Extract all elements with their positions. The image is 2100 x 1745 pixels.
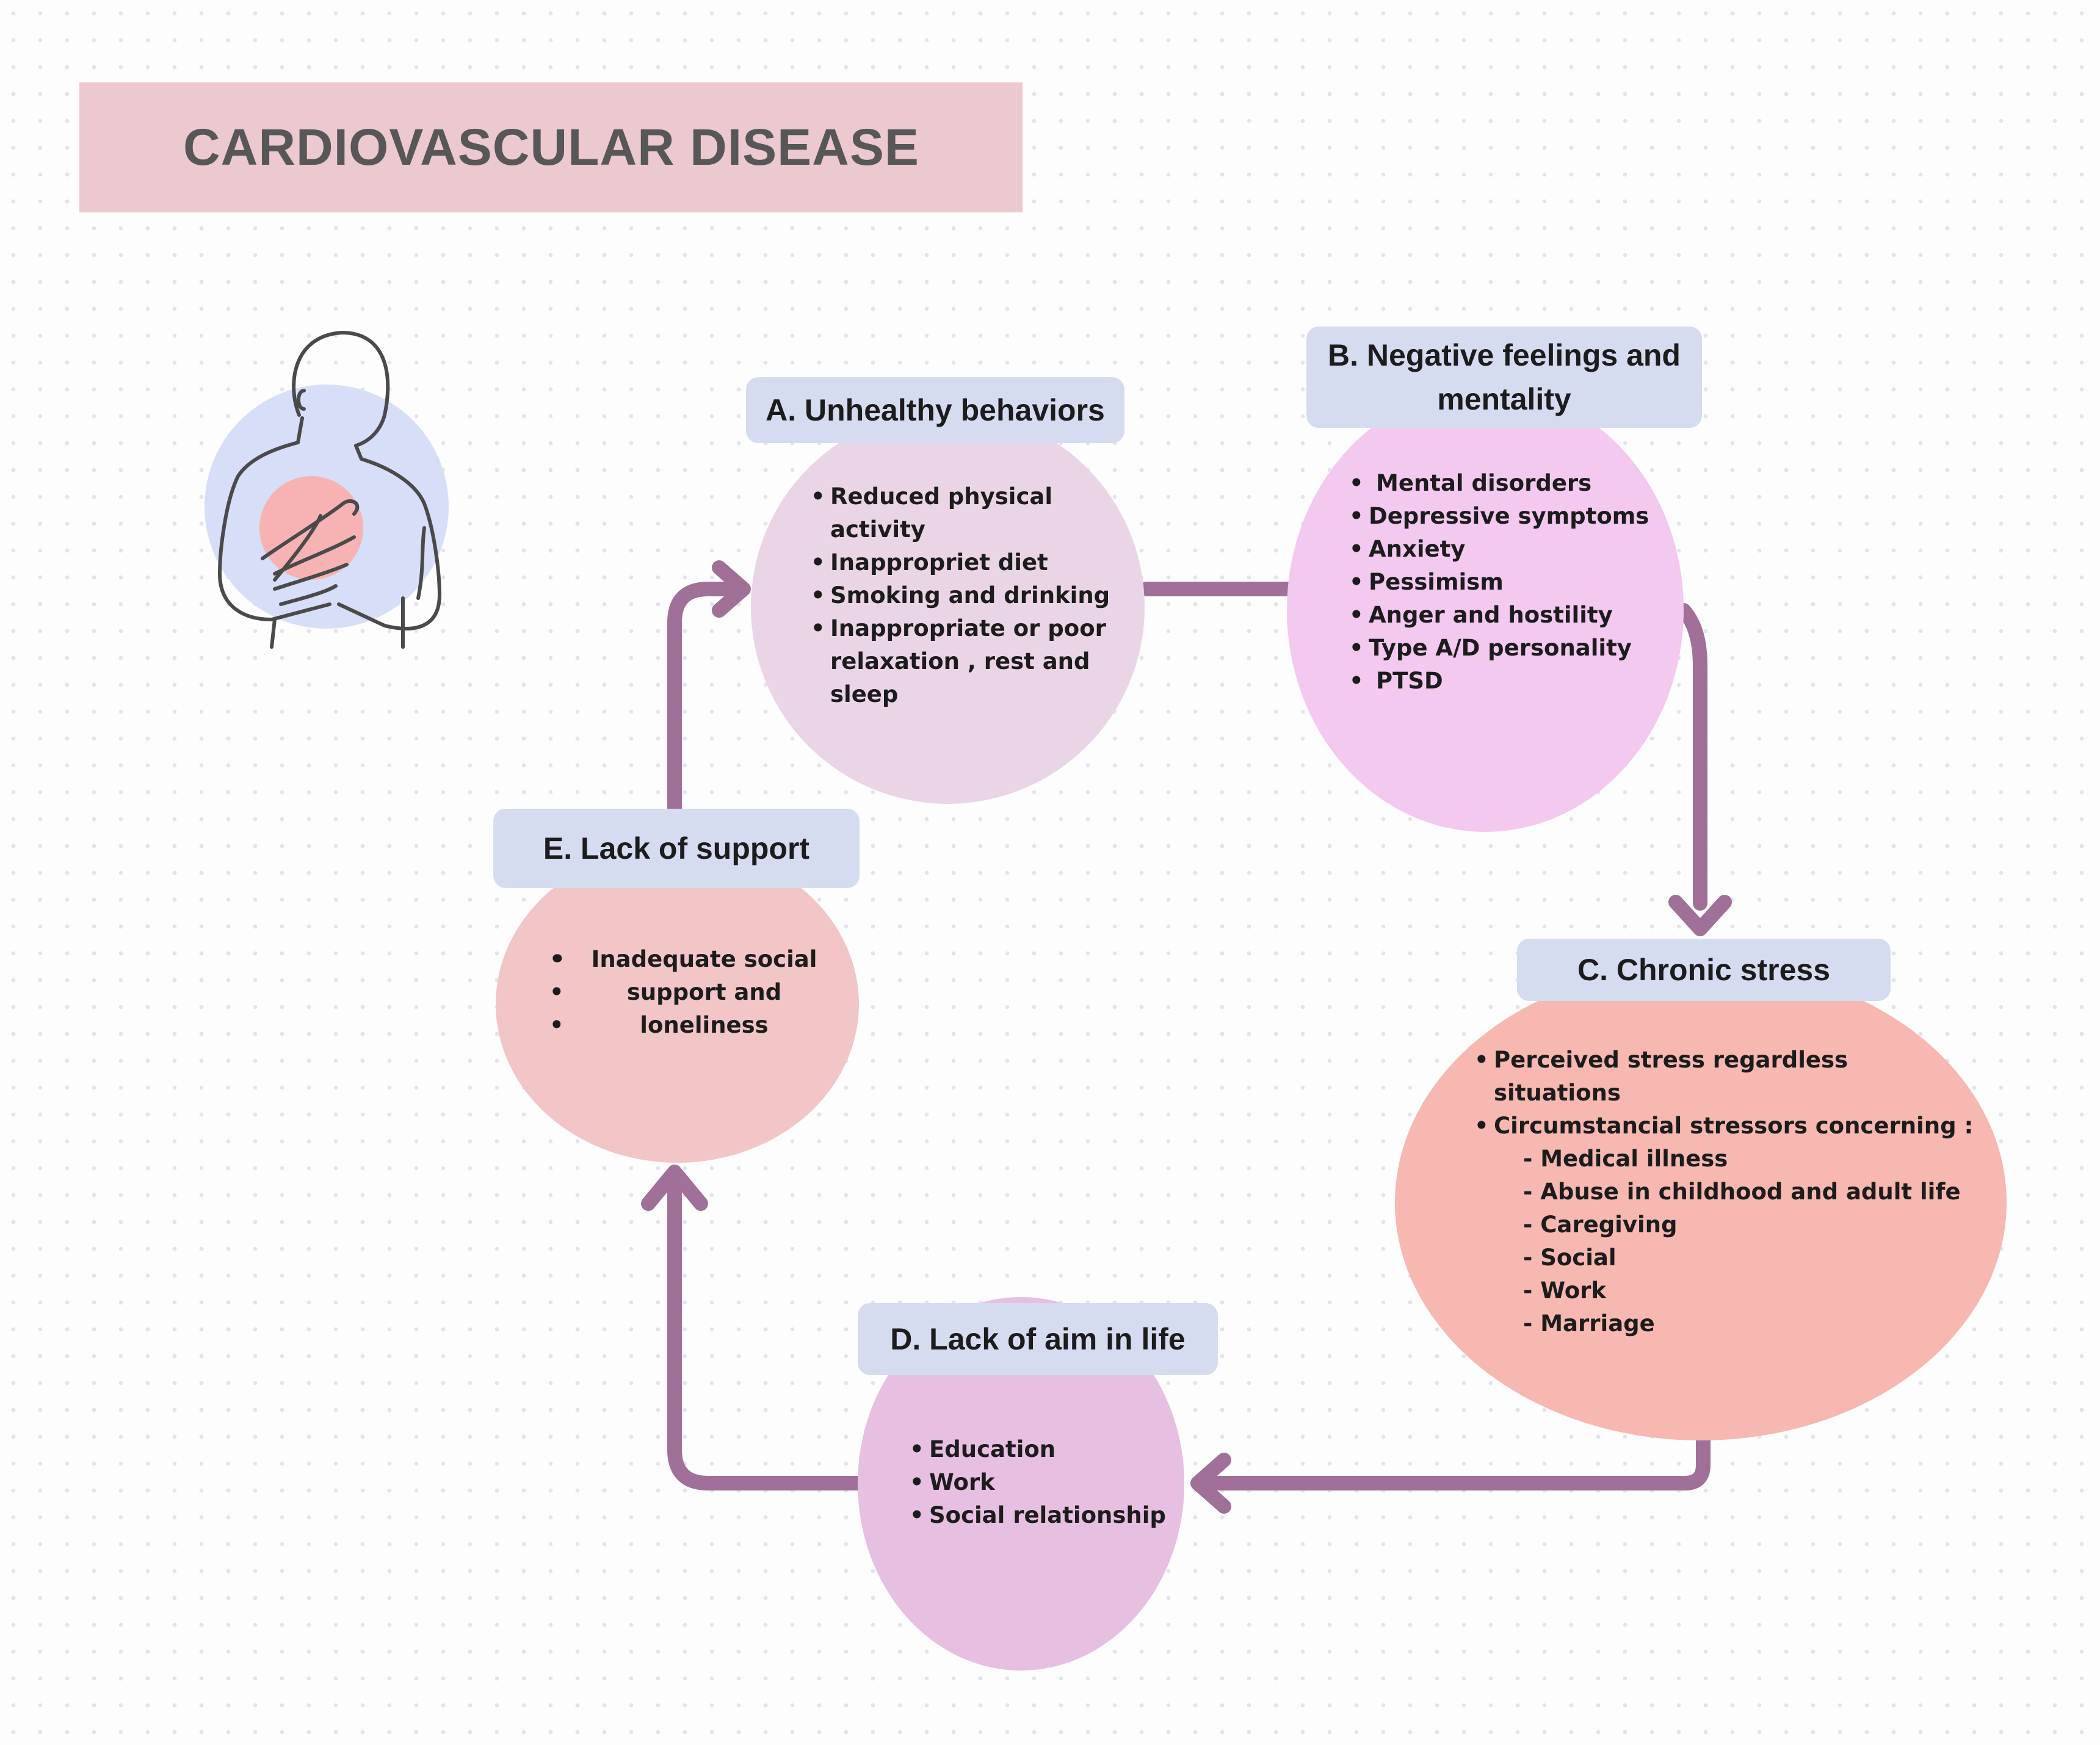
- list-item: Circumstancial stressors concerning :: [1474, 1110, 1999, 1143]
- node-c-title: C. Chronic stress: [1577, 952, 1830, 987]
- list-item: loneliness: [549, 1009, 839, 1042]
- edge-b-to-c-arrowhead: [1668, 895, 1732, 936]
- list-item: - Work: [1523, 1277, 1607, 1304]
- node-c-label: C. Chronic stress: [1517, 939, 1891, 1001]
- person-hands-on-heart-icon: [205, 331, 449, 649]
- list-item: relaxation , rest and: [830, 648, 1090, 674]
- node-c-list: Perceived stress regardless situations C…: [1474, 1044, 1999, 1340]
- node-a-label: A. Unhealthy behaviors: [746, 377, 1124, 443]
- edge-e-to-a: [667, 582, 746, 816]
- list-item: Anxiety: [1349, 533, 1667, 566]
- list-item: Mental disorders: [1349, 467, 1667, 500]
- list-item: - Caregiving: [1523, 1212, 1678, 1238]
- list-item: Reduced physical: [811, 480, 1122, 513]
- list-item: - Social: [1523, 1245, 1617, 1271]
- list-item: Work: [910, 1466, 1172, 1499]
- list-item: - Medical illness: [1523, 1146, 1728, 1172]
- list-item: Smoking and drinking: [811, 579, 1122, 612]
- edge-e-to-a-arrowhead: [712, 560, 751, 618]
- list-item: Perceived stress regardless: [1474, 1044, 1999, 1077]
- edge-c-to-d-arrowhead: [1190, 1453, 1231, 1514]
- list-item: Inappropriate or poor: [811, 612, 1122, 645]
- list-item: Pessimism: [1349, 566, 1667, 599]
- node-e-label: E. Lack of support: [493, 809, 860, 888]
- edge-b-to-c: [1676, 603, 1707, 911]
- list-item: - Abuse in childhood and adult life: [1523, 1179, 1961, 1205]
- list-item: Type A/D personality: [1349, 632, 1667, 665]
- node-b-title-line1: B. Negative feelings and: [1328, 338, 1681, 372]
- node-b-list: Mental disorders Depressive symptoms Anx…: [1349, 467, 1667, 698]
- edge-c-to-d: [1198, 1427, 1711, 1490]
- list-item: Depressive symptoms: [1349, 500, 1667, 533]
- node-d-label: D. Lack of aim in life: [858, 1303, 1218, 1375]
- list-item: Social relationship: [910, 1499, 1172, 1532]
- node-e-title: E. Lack of support: [543, 831, 810, 865]
- list-item: sleep: [830, 681, 899, 707]
- list-item: Inadequate social: [549, 943, 839, 976]
- list-item: situations: [1494, 1080, 1621, 1106]
- list-item: Anger and hostility: [1349, 599, 1667, 632]
- list-item: activity: [830, 516, 925, 543]
- list-item: - Marriage: [1523, 1310, 1655, 1337]
- diagram-title: CARDIOVASCULAR DISEASE: [183, 118, 919, 176]
- edge-d-to-e: [667, 1171, 865, 1490]
- node-b-label: B. Negative feelings and mentality: [1306, 327, 1702, 428]
- list-item: Education: [910, 1433, 1172, 1466]
- list-item: PTSD: [1349, 665, 1667, 698]
- node-b-title-line2: mentality: [1437, 382, 1571, 416]
- list-item: Inappropriet diet: [811, 546, 1122, 579]
- node-e-list: Inadequate social support and loneliness: [549, 943, 839, 1042]
- node-d-list: Education Work Social relationship: [910, 1433, 1172, 1532]
- node-a-title: A. Unhealthy behaviors: [766, 392, 1105, 427]
- list-item: support and: [549, 976, 839, 1009]
- edge-d-to-e-arrowhead: [641, 1165, 708, 1211]
- title-banner: CARDIOVASCULAR DISEASE: [79, 82, 1023, 212]
- node-d-title: D. Lack of aim in life: [890, 1321, 1186, 1356]
- node-a-list: Reduced physical activity Inappropriet d…: [811, 480, 1122, 711]
